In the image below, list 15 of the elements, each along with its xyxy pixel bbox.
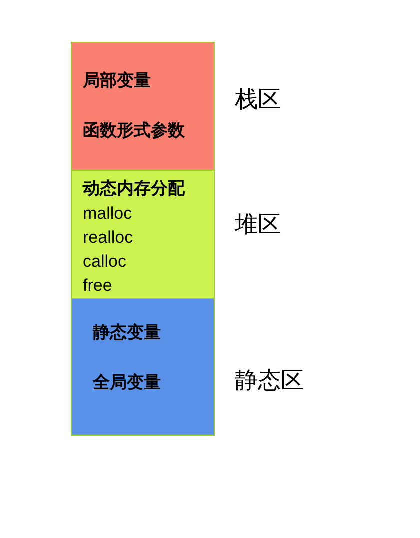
region-item: 函数形式参数 bbox=[83, 121, 185, 141]
region-label: 静态区 bbox=[235, 368, 304, 394]
region-label: 堆区 bbox=[235, 212, 281, 238]
region-label: 栈区 bbox=[235, 87, 281, 113]
memory-region-box bbox=[71, 170, 215, 299]
memory-region-box bbox=[71, 42, 215, 171]
region-item: 动态内存分配 bbox=[83, 179, 185, 199]
region-item: realloc bbox=[83, 228, 134, 248]
region-item: malloc bbox=[83, 204, 132, 224]
region-item: 局部变量 bbox=[83, 71, 151, 91]
region-item: free bbox=[83, 276, 112, 296]
region-item: 静态变量 bbox=[93, 323, 161, 343]
memory-region-box bbox=[71, 298, 215, 436]
region-item: calloc bbox=[83, 252, 126, 272]
region-item: 全局变量 bbox=[93, 373, 161, 393]
